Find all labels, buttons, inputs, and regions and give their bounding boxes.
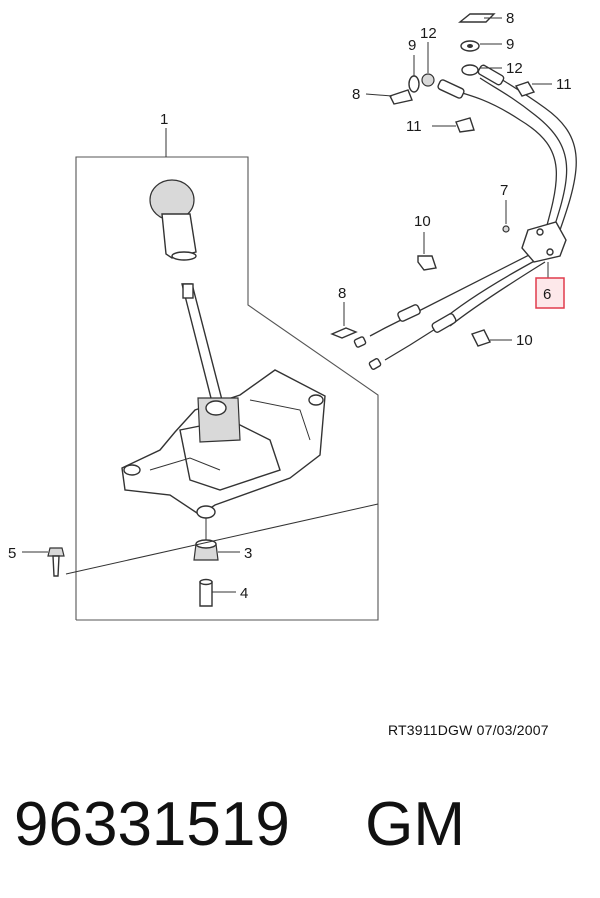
- sleeve-4: [199, 581, 213, 607]
- cable-end-lower-1: [369, 317, 406, 337]
- part-number-row: 96331519 GM: [14, 780, 584, 870]
- housing-rib-1: [249, 399, 311, 441]
- shift-cable-upper-c: [489, 71, 577, 245]
- housing-mount-bottom: [196, 505, 216, 519]
- bolt-5-head: [47, 547, 65, 557]
- rod-collar: [182, 283, 194, 299]
- nut-7: [502, 225, 510, 233]
- callout-6: 6: [543, 286, 551, 303]
- callout-5: 5: [8, 545, 16, 562]
- cable-eyelet-1: [353, 336, 367, 348]
- bushing-12a: [421, 73, 435, 87]
- cable-ferrule-1: [397, 304, 421, 322]
- callout-3: 3: [244, 545, 252, 562]
- assembly-frame: [75, 156, 379, 621]
- callout-4: 4: [240, 585, 248, 602]
- cable-eyelet-2: [368, 358, 382, 370]
- callout-1: 1: [160, 111, 168, 128]
- cable-ferrule-upper-2: [477, 64, 505, 86]
- cable-end-lower-2: [384, 325, 441, 361]
- clip-11-left: [455, 117, 475, 133]
- callout-11-left: 11: [406, 118, 422, 135]
- clip-11-right: [514, 81, 536, 97]
- shift-cable-lower-b: [439, 257, 541, 323]
- callout-7: 7: [500, 182, 508, 199]
- drawing-reference: RT3911DGW 07/03/2007: [388, 722, 549, 738]
- sleeve-4-top: [199, 578, 213, 586]
- callout-12-left: 12: [420, 25, 437, 42]
- exploded-parts-diagram: 1 3 4 5 6 7 8 8 8 9 9 10 10 11 11 12 12: [8, 10, 577, 621]
- housing-rib-2: [149, 457, 221, 471]
- leader-8b: [365, 93, 393, 97]
- clip-10-upper: [417, 255, 437, 271]
- bolt-5-shank: [52, 555, 60, 577]
- callout-8-mid: 8: [338, 285, 346, 302]
- housing-mount-right: [308, 394, 324, 406]
- cable-bracket: [521, 221, 567, 263]
- bushing-12b: [461, 64, 479, 76]
- callout-8-left: 8: [352, 86, 360, 103]
- shift-rod: [181, 283, 223, 403]
- bushing-3-top: [195, 539, 217, 549]
- callout-10-upper: 10: [414, 213, 431, 230]
- bracket-hole-a: [536, 228, 544, 236]
- boot-ring: [171, 251, 197, 261]
- shift-boot: [161, 213, 197, 259]
- assembly-line-5: [65, 503, 379, 575]
- shift-cable-upper-b: [479, 77, 568, 247]
- shift-cable-lower-c: [449, 261, 546, 327]
- highlight-box-6: [535, 277, 565, 309]
- clip-10-lower: [471, 329, 491, 347]
- washer-9-left: [408, 75, 420, 93]
- callout-11-right: 11: [556, 76, 572, 93]
- clip-8-mid: [330, 327, 358, 339]
- cable-ferrule-upper-1: [437, 79, 465, 99]
- washer-9-top-hole: [467, 44, 473, 48]
- pivot-ball: [205, 400, 227, 416]
- callout-9-left: 9: [408, 37, 416, 54]
- housing-mount-left: [123, 464, 141, 476]
- part-number: 96331519: [14, 790, 290, 859]
- shift-cable-upper-a: [444, 87, 558, 251]
- bracket-hole-b: [546, 248, 554, 256]
- callout-9-top: 9: [506, 36, 514, 53]
- brand-name: GM: [365, 790, 465, 859]
- clip-8-left: [389, 89, 413, 105]
- callout-12-right: 12: [506, 60, 523, 77]
- clip-8-top: [458, 13, 496, 23]
- cable-ferrule-2: [431, 313, 457, 333]
- callout-8-top: 8: [506, 10, 514, 27]
- callout-10-lower: 10: [516, 332, 533, 349]
